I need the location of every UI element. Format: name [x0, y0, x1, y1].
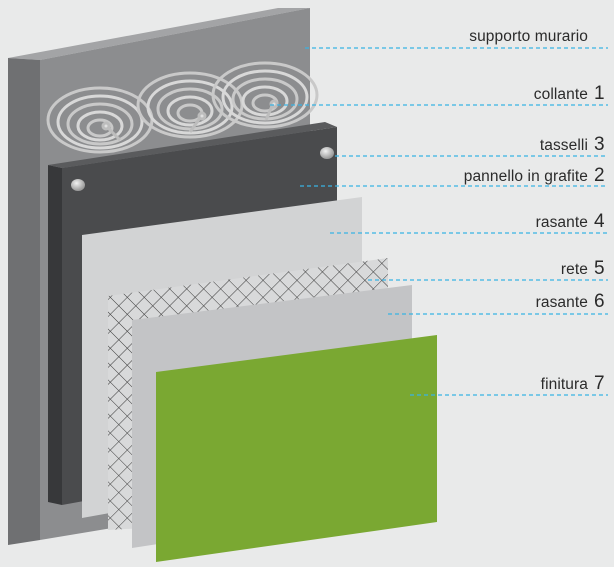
adhesive-swirl-2 — [136, 71, 244, 139]
green-finish-coat — [156, 335, 437, 562]
label-tasselli: tasselli 3 — [540, 135, 605, 156]
label-pannello-in-grafite: pannello in grafite 2 — [464, 166, 605, 187]
dowel-icon — [71, 179, 85, 191]
adhesive-swirl-1 — [46, 86, 154, 154]
label-name: collante — [533, 86, 588, 103]
label-supporto-murario: supporto murario — [469, 27, 605, 47]
graphite-panel-top — [48, 122, 337, 168]
label-number: 4 — [594, 211, 605, 232]
label-name: rete — [560, 261, 588, 278]
anchor-screws — [101, 99, 279, 142]
label-rasante-6: rasante 6 — [536, 292, 605, 313]
leader-lines — [270, 47, 608, 396]
label-number: 6 — [594, 291, 605, 312]
label-name: finitura — [540, 376, 588, 393]
label-number: 5 — [594, 258, 605, 279]
masonry-wall-top — [8, 8, 310, 60]
label-finitura: finitura 7 — [541, 374, 605, 395]
masonry-wall-side — [8, 58, 40, 545]
label-number: 7 — [594, 373, 605, 394]
label-name: supporto murario — [469, 28, 588, 45]
label-name: pannello in grafite — [463, 168, 588, 185]
label-name: tasselli — [539, 137, 588, 154]
dowel-icon — [320, 147, 334, 159]
label-rete: rete 5 — [561, 259, 605, 280]
label-collante: collante 1 — [534, 84, 605, 105]
label-rasante-4: rasante 4 — [536, 212, 605, 233]
label-name: rasante — [535, 214, 588, 231]
panel-dowels — [71, 147, 334, 191]
label-number: 1 — [594, 83, 605, 104]
label-name: rasante — [535, 294, 588, 311]
adhesive-swirls — [46, 61, 319, 154]
label-number: 2 — [594, 165, 605, 186]
label-number: 3 — [594, 134, 605, 155]
graphite-panel-side — [48, 165, 62, 505]
